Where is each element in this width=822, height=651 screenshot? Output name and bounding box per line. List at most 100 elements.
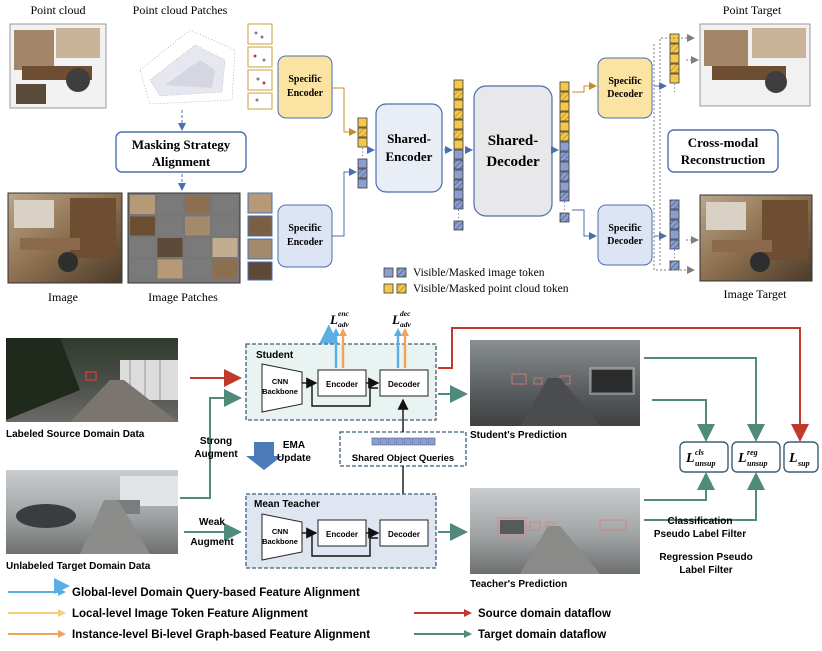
object-query-token <box>411 437 420 446</box>
specific-decoder-point: Specific Decoder <box>597 57 653 119</box>
spec-enc-top-l2: Encoder <box>287 88 324 99</box>
student-cnn-l2: Backbone <box>262 387 298 396</box>
student-box: Student CNN Backbone Encoder Decoder <box>245 343 437 421</box>
token-ellipsis: ⋮ <box>358 147 368 158</box>
shared-object-queries-label: Shared Object Queries <box>352 453 454 464</box>
labeled-source-image <box>6 338 178 422</box>
spec-dec-bot-l2: Decoder <box>607 236 643 247</box>
legend-source: Source domain dataflow <box>478 608 611 620</box>
image-token <box>453 149 464 160</box>
regression-filter-l1: Regression Pseudo <box>659 552 752 563</box>
loss-sup-base: L <box>788 451 798 466</box>
image-patch <box>130 259 155 279</box>
image-token <box>453 169 464 180</box>
loss-adv-dec: L dec adv <box>391 309 412 329</box>
loss-cls-sup: cls <box>695 448 704 457</box>
masking-strategy-box: Masking Strategy Alignment <box>115 131 247 173</box>
image-patch <box>157 259 183 279</box>
point-target-image <box>699 23 811 107</box>
image-photo <box>7 192 123 284</box>
classification-filter-l2: Pseudo Label Filter <box>654 529 746 540</box>
ema-l2: Update <box>277 453 311 464</box>
loss-cls-base: L <box>685 451 695 466</box>
image-patch <box>185 238 210 257</box>
point-token <box>559 81 570 92</box>
image-token <box>453 189 464 200</box>
students-prediction-label: Student's Prediction <box>470 430 567 441</box>
point-token <box>453 109 464 120</box>
point-token <box>453 129 464 140</box>
image-token <box>669 199 680 210</box>
loss-adv-dec-sup: dec <box>400 309 411 318</box>
loss-unsup-reg: L reg unsup <box>731 441 781 473</box>
image-label: Image <box>48 290 78 304</box>
masking-line-2: Alignment <box>152 154 211 169</box>
loss-cls-sub: unsup <box>695 459 715 468</box>
image-patch <box>185 216 210 236</box>
loss-adv-enc-sub: adv <box>338 320 350 329</box>
image-token <box>559 181 570 192</box>
specific-encoder-point: Specific Encoder <box>277 55 333 119</box>
legend-image-token: Visible/Masked image token <box>413 267 545 279</box>
students-prediction-image <box>470 340 640 426</box>
token-column-image-target: ⋮ <box>669 199 680 271</box>
ema-l1: EMA <box>283 440 305 451</box>
image-token <box>669 209 680 220</box>
image-patch <box>212 238 238 257</box>
spec-dec-top-l1: Specific <box>608 76 642 87</box>
loss-adv-dec-sub: adv <box>400 320 412 329</box>
unlabeled-target-image <box>6 470 178 554</box>
point-target-label: Point Target <box>723 3 782 17</box>
image-patch <box>185 195 210 214</box>
point-token <box>559 111 570 122</box>
strong-augment-l1: Strong <box>200 436 232 447</box>
legend-instance: Instance-level Bi-level Graph-based Feat… <box>72 629 370 641</box>
image-patch <box>157 238 183 257</box>
object-query-token <box>395 437 404 446</box>
image-token <box>559 151 570 162</box>
image-token <box>669 219 680 230</box>
loss-reg-base: L <box>737 451 747 466</box>
specific-encoder-image: Specific Encoder <box>277 204 333 268</box>
object-query-token <box>419 437 428 446</box>
object-query-token <box>427 437 436 446</box>
object-query-token <box>371 437 380 446</box>
loss-reg-sub: unsup <box>747 459 767 468</box>
image-patch <box>130 216 155 236</box>
image-token <box>453 220 464 231</box>
student-cnn-l1: CNN <box>272 377 288 386</box>
point-cloud-patches-label: Point cloud Patches <box>133 3 228 17</box>
image-token <box>669 229 680 240</box>
classification-filter-l1: Classification <box>667 516 732 527</box>
image-token <box>559 161 570 172</box>
image-token <box>453 199 464 210</box>
legend-local: Local-level Image Token Feature Alignmen… <box>72 608 308 620</box>
image-token <box>559 212 570 223</box>
image-target-image <box>699 194 813 282</box>
token-ellipsis: ⋮ <box>670 83 680 94</box>
image-patch <box>157 195 183 214</box>
image-patch <box>185 259 210 279</box>
shared-decoder-box: Shared- Decoder <box>473 85 553 217</box>
masking-line-1: Masking Strategy <box>132 137 231 152</box>
weak-augment-l2: Augment <box>190 537 234 548</box>
image-patch <box>130 195 155 214</box>
image-patch <box>212 216 238 236</box>
image-token <box>453 179 464 190</box>
point-token <box>669 63 680 74</box>
loss-adv-dec-base: L <box>391 312 400 327</box>
spec-enc-bot-l2: Encoder <box>287 237 324 248</box>
image-token <box>357 168 368 179</box>
cross-modal-l2: Reconstruction <box>681 152 766 167</box>
image-patch <box>212 259 238 279</box>
image-patch <box>212 195 238 214</box>
point-token <box>357 127 368 138</box>
loss-unsup-cls: L cls unsup <box>679 441 729 473</box>
shared-encoder-l2: Encoder <box>386 149 433 164</box>
student-decoder: Decoder <box>388 380 420 389</box>
cross-modal-reconstruction-box: Cross-modal Reconstruction <box>667 129 779 173</box>
shared-encoder-l1: Shared- <box>387 131 431 146</box>
teachers-prediction-image <box>470 488 640 574</box>
loss-adv-enc-base: L <box>329 312 338 327</box>
